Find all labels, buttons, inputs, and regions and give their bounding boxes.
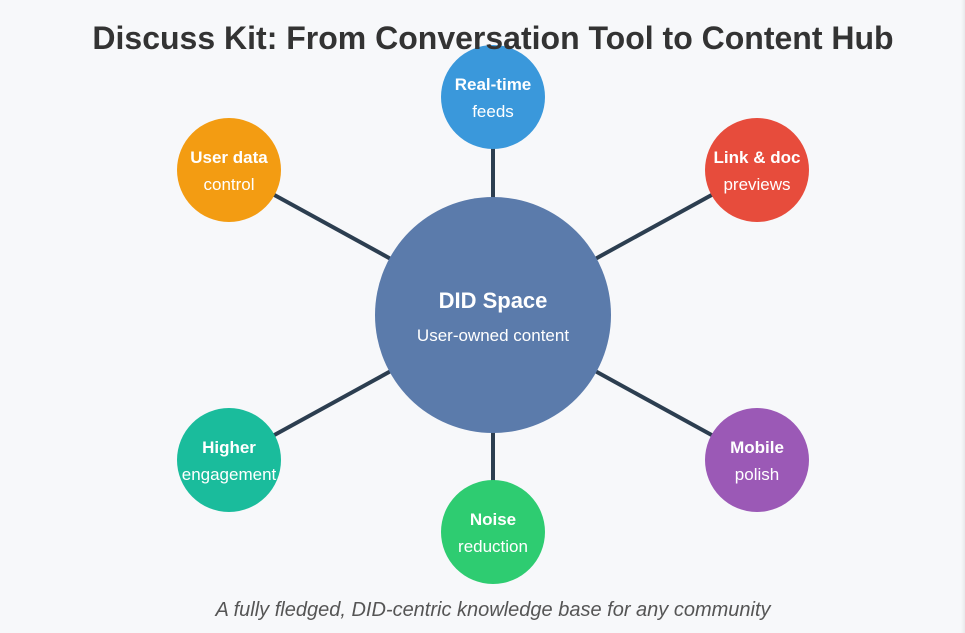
hub-subtitle: User-owned content <box>417 326 569 345</box>
node-sublabel-realtime: feeds <box>472 102 514 121</box>
node-sublabel-engagement: engagement <box>182 465 277 484</box>
hub-title: DID Space <box>439 288 548 313</box>
diagram-title: Discuss Kit: From Conversation Tool to C… <box>92 20 894 56</box>
node-realtime: Real-time feeds <box>441 45 545 149</box>
node-circle-engagement <box>177 408 281 512</box>
node-noise: Noise reduction <box>441 480 545 584</box>
connector-line-user-data <box>272 192 392 261</box>
node-circle-link-doc <box>705 118 809 222</box>
node-engagement: Higher engagement <box>177 408 281 512</box>
page-edge-shadow <box>961 0 965 633</box>
node-sublabel-noise: reduction <box>458 537 528 556</box>
node-sublabel-mobile: polish <box>735 465 779 484</box>
node-circle-noise <box>441 480 545 584</box>
node-label-realtime: Real-time <box>455 75 532 94</box>
connector-line-mobile <box>594 369 714 438</box>
connector-lines <box>272 148 714 481</box>
node-link-doc: Link & doc previews <box>705 118 809 222</box>
node-mobile: Mobile polish <box>705 408 809 512</box>
node-label-user-data: User data <box>190 148 268 167</box>
connector-line-link-doc <box>594 192 714 261</box>
node-circle-mobile <box>705 408 809 512</box>
node-user-data: User data control <box>177 118 281 222</box>
hub-node: DID Space User-owned content <box>375 197 611 433</box>
node-circle-user-data <box>177 118 281 222</box>
node-label-engagement: Higher <box>202 438 256 457</box>
hub-circle <box>375 197 611 433</box>
node-sublabel-user-data: control <box>203 175 254 194</box>
node-label-noise: Noise <box>470 510 516 529</box>
node-label-mobile: Mobile <box>730 438 784 457</box>
connector-line-engagement <box>272 369 392 438</box>
node-sublabel-link-doc: previews <box>723 175 790 194</box>
diagram-caption: A fully fledged, DID-centric knowledge b… <box>215 599 771 621</box>
node-label-link-doc: Link & doc <box>714 148 801 167</box>
node-circle-realtime <box>441 45 545 149</box>
